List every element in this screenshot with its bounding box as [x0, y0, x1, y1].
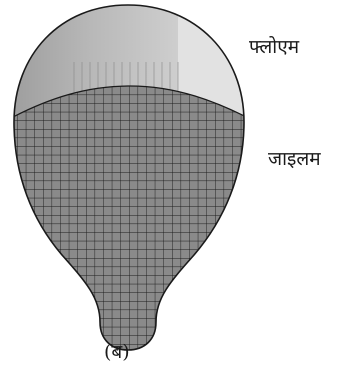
figure-caption: (ब) — [104, 343, 130, 362]
xylem-region — [0, 86, 260, 367]
phloem-label: फ्लोएम — [249, 38, 299, 57]
xylem-label: जाइलम — [268, 150, 321, 169]
